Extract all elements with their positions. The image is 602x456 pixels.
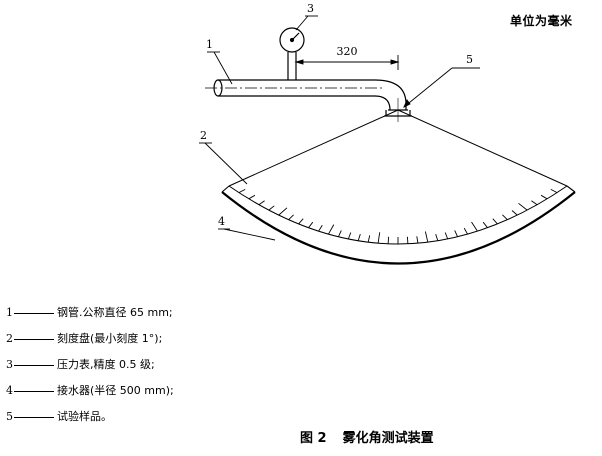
legend-text: 钢管.公称直径 65 mm; [57, 306, 173, 319]
callout-1: 1 [206, 38, 213, 51]
dimension-label: 320 [337, 45, 358, 58]
dimension-320 [294, 55, 400, 70]
legend-dash [14, 339, 54, 340]
dial-tick [248, 194, 256, 200]
dial-tick [308, 221, 314, 228]
dial-tick [268, 205, 275, 211]
dial-tick [540, 194, 548, 200]
dial-tick [238, 188, 246, 194]
legend-text: 压力表,精度 0.5 级; [57, 358, 155, 371]
legend-item: 4 接水器(半径 500 mm); [6, 385, 174, 411]
dial-tick [288, 214, 294, 221]
unit-note: 单位为毫米 [510, 14, 573, 28]
dial-tick [471, 221, 478, 232]
dial-tick [328, 224, 335, 235]
dial-tick [531, 200, 538, 206]
legend-number: 2 [6, 332, 13, 345]
dial-tick [318, 225, 323, 232]
callout-labels: 1 3 5 2 4 [200, 2, 473, 228]
callout-2: 2 [200, 129, 207, 142]
dial-tick [463, 227, 468, 235]
legend: 1 钢管.公称直径 65 mm; 2 刻度盘(最小刻度 1°); 3 压力表,精度 0… [6, 307, 174, 437]
dial-tick [444, 232, 449, 240]
dial-tick [511, 210, 518, 216]
legend-text: 刻度盘(最小刻度 1°); [57, 332, 163, 345]
dial-tick [482, 221, 488, 228]
legend-text: 接水器(半径 500 mm); [57, 384, 174, 397]
water-collector [221, 191, 576, 265]
dial-tick [278, 207, 288, 216]
legend-item: 5 试验样品。 [6, 411, 174, 437]
dial-tick [518, 202, 528, 211]
legend-number: 4 [6, 384, 13, 397]
leaders [199, 15, 318, 241]
dial-tick [492, 218, 498, 225]
figure-number: 图 2 [300, 431, 327, 446]
dial-tick [435, 233, 439, 241]
legend-dash [14, 417, 54, 418]
dial-tick [387, 236, 390, 244]
callout-5: 5 [466, 53, 473, 66]
callout-4: 4 [218, 215, 225, 228]
dial-tick [377, 232, 381, 244]
figure-caption: 图 2 雾化角测试装置 [300, 427, 434, 446]
dial-tick [550, 188, 558, 194]
callout-3: 3 [307, 2, 314, 15]
legend-number: 1 [6, 306, 13, 319]
legend-number: 5 [6, 410, 13, 423]
spray-fan [228, 109, 568, 245]
dial-tick [406, 236, 409, 244]
sample-leader [403, 67, 480, 108]
steel-pipe [205, 79, 412, 122]
legend-dash [14, 365, 54, 366]
legend-number: 3 [6, 358, 13, 371]
legend-item: 1 钢管.公称直径 65 mm; [6, 307, 174, 333]
dial-tick [337, 230, 342, 237]
legend-item: 3 压力表,精度 0.5 级; [6, 359, 174, 385]
dial-tick [367, 235, 371, 243]
pressure-gauge [279, 27, 305, 80]
dial-tick [502, 214, 508, 221]
figure-title: 雾化角测试装置 [342, 431, 434, 446]
dial-tick [454, 230, 459, 237]
scale-dial [221, 185, 576, 193]
dial-tick [424, 231, 429, 243]
legend-dash [14, 391, 54, 392]
dial-tick [357, 233, 361, 241]
legend-item: 2 刻度盘(最小刻度 1°); [6, 333, 174, 359]
dial-tick [258, 200, 265, 206]
legend-dash [14, 313, 54, 314]
dial-ticks [238, 188, 558, 244]
dial-tick [298, 218, 304, 225]
dial-tick [416, 236, 419, 244]
dial-tick [347, 232, 352, 240]
legend-text: 试验样品。 [57, 410, 112, 423]
